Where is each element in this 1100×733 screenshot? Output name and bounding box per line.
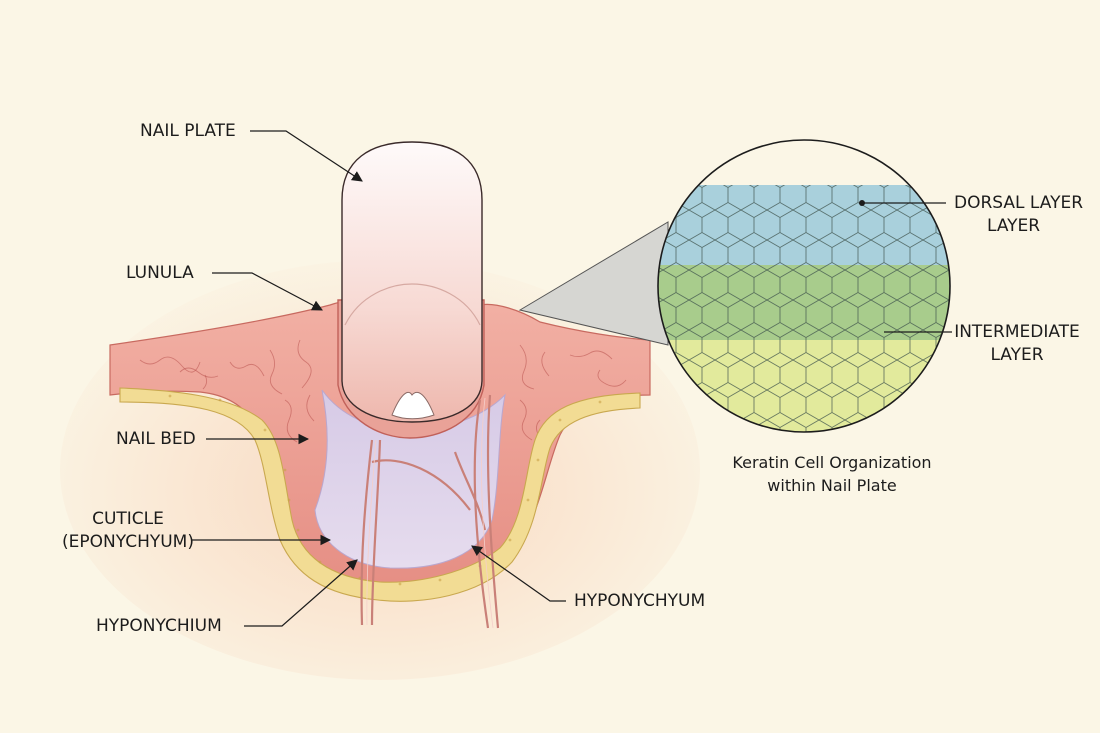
- vessels-inner: [366, 397, 494, 629]
- vessels: [360, 394, 500, 629]
- label-nail-bed: NAIL BED: [116, 429, 196, 449]
- label-cuticle: CUTICLE (EPONYCHYUM): [62, 508, 194, 554]
- fat-dots: [168, 394, 602, 586]
- label-lunula: LUNULA: [126, 263, 194, 283]
- caption-line1: Keratin Cell Organization: [732, 453, 932, 472]
- keratin-caption: Keratin Cell Organization within Nail Pl…: [700, 451, 964, 497]
- dorsal-marker-dot: [859, 200, 865, 206]
- leader-lines: [192, 130, 952, 627]
- caption-line2: within Nail Plate: [767, 476, 897, 495]
- label-hyponychyum: HYPONYCHYUM: [574, 591, 706, 611]
- label-cuticle-line1: CUTICLE: [92, 509, 164, 529]
- label-hyponychium: HYPONYCHIUM: [96, 616, 222, 636]
- leader-hyponychyum: [471, 545, 566, 602]
- capillary-texture: [139, 339, 627, 443]
- lunula-arc: [344, 283, 481, 326]
- leader-lunula: [212, 272, 323, 311]
- keratin-layers: [658, 140, 950, 432]
- lunula-white: [391, 391, 435, 420]
- leader-nail-plate: [250, 130, 363, 182]
- label-intermediate-line1: INTERMEDIATE: [954, 322, 1080, 342]
- label-dorsal-layer: DORSAL LAYER LAYER: [954, 192, 1083, 238]
- leader-hyponychium: [244, 559, 358, 627]
- label-intermediate-layer: INTERMEDIATE LAYER: [952, 321, 1082, 367]
- magnifier-circle: [657, 139, 951, 433]
- label-cuticle-line2: (EPONYCHYUM): [62, 532, 194, 552]
- label-intermediate-line2: LAYER: [990, 345, 1044, 365]
- label-dorsal-line2: LAYER: [987, 216, 1041, 236]
- nail-plate-shape: [341, 141, 483, 423]
- label-dorsal-line1: DORSAL LAYER: [954, 193, 1084, 213]
- label-nail-plate: NAIL PLATE: [140, 121, 236, 141]
